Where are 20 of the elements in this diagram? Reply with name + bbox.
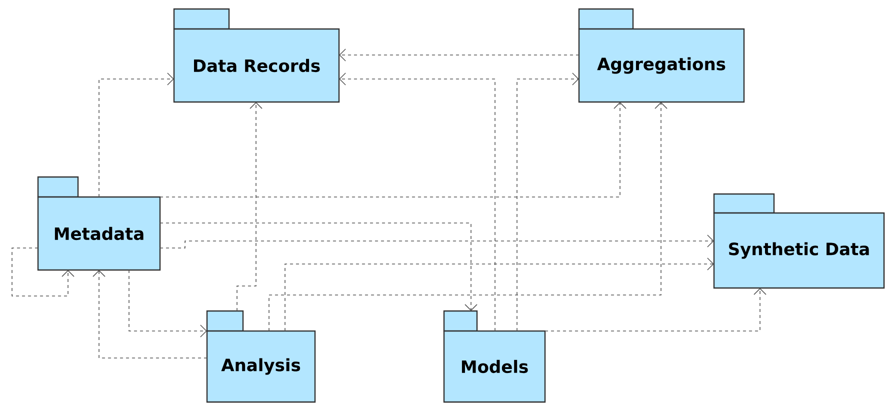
arrow (339, 72, 496, 332)
arrow (160, 222, 478, 311)
arrow (544, 288, 766, 332)
arrow (160, 234, 714, 248)
arrow (12, 248, 74, 296)
package-box: Data Records (173, 8, 340, 103)
arrow (268, 102, 668, 332)
arrow (160, 102, 626, 198)
arrow (92, 270, 208, 358)
arrow (128, 270, 208, 338)
arrow (339, 48, 580, 62)
arrow (98, 72, 174, 198)
arrow (516, 72, 579, 332)
package-box: Metadata (37, 176, 161, 271)
arrow (236, 102, 262, 312)
package-box: Aggregations (578, 8, 745, 103)
package-box: Models (443, 310, 546, 403)
package-box: Synthetic Data (713, 193, 885, 289)
arrow (284, 258, 714, 332)
package-box: Analysis (206, 310, 316, 403)
